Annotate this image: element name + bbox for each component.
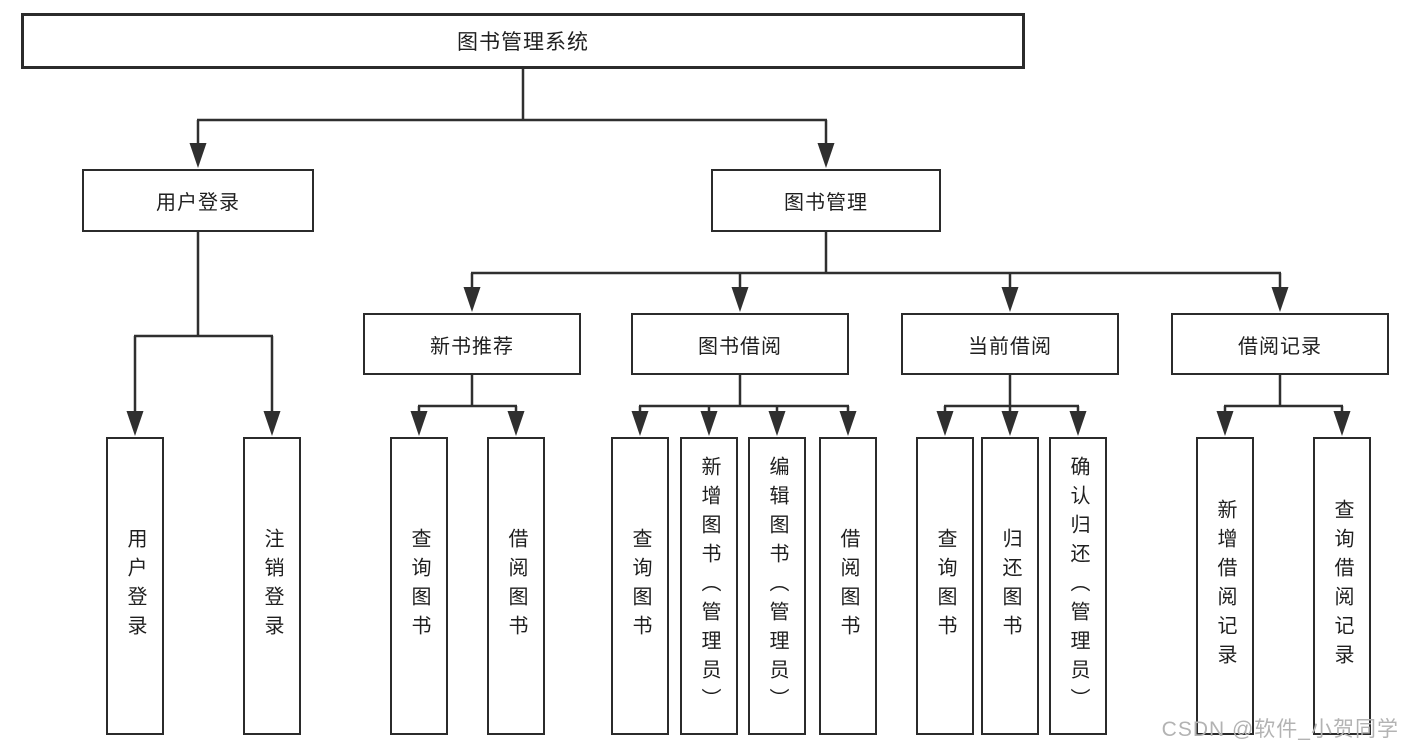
- leaf-query-book-2: 查询图书: [611, 437, 669, 735]
- leaf-label: 借阅图书: [505, 528, 527, 644]
- arrowhead: [1271, 287, 1289, 312]
- arrowhead: [1001, 411, 1019, 436]
- arrowhead: [631, 411, 649, 436]
- node-book-management: 图书管理: [711, 169, 941, 232]
- arrowhead: [1333, 411, 1351, 436]
- leaf-return-book: 归还图书: [981, 437, 1039, 735]
- leaf-label: 新增借阅记录: [1214, 499, 1236, 673]
- node-label: 图书管理: [784, 192, 868, 214]
- leaf-query-book-1: 查询图书: [390, 437, 448, 735]
- node-new-book-recommend: 新书推荐: [363, 313, 581, 375]
- leaf-borrow-book-1: 借阅图书: [487, 437, 545, 735]
- node-label: 借阅记录: [1238, 335, 1322, 358]
- arrowhead: [126, 411, 144, 436]
- leaf-confirm-return-admin: 确认归还（管理员）: [1049, 437, 1107, 735]
- leaf-label: 借阅图书: [837, 528, 859, 644]
- arrowhead: [1069, 411, 1087, 436]
- arrowhead: [768, 411, 786, 436]
- leaf-user-login: 用户登录: [106, 437, 164, 735]
- arrowhead: [936, 411, 954, 436]
- node-label: 图书借阅: [698, 335, 782, 358]
- leaf-label: 查询借阅记录: [1331, 499, 1353, 673]
- arrowhead: [731, 287, 749, 312]
- arrowhead: [839, 411, 857, 436]
- arrowhead: [817, 143, 835, 168]
- node-current-borrow: 当前借阅: [901, 313, 1119, 375]
- node-user-login-branch: 用户登录: [82, 169, 314, 232]
- leaf-label: 查询图书: [934, 528, 956, 644]
- leaf-add-book-admin: 新增图书（管理员）: [680, 437, 738, 735]
- arrowhead: [189, 143, 207, 168]
- node-root: 图书管理系统: [21, 13, 1025, 69]
- arrowhead: [463, 287, 481, 312]
- arrowhead: [1001, 287, 1019, 312]
- leaf-query-book-3: 查询图书: [916, 437, 974, 735]
- node-borrow-record: 借阅记录: [1171, 313, 1389, 375]
- node-root-label: 图书管理系统: [457, 31, 589, 54]
- leaf-logout: 注销登录: [243, 437, 301, 735]
- leaf-label: 查询图书: [408, 528, 430, 644]
- leaf-label: 查询图书: [629, 528, 651, 644]
- leaf-label: 新增图书（管理员）: [698, 455, 720, 717]
- arrowhead: [700, 411, 718, 436]
- watermark: CSDN @软件_小贺同学: [1161, 718, 1399, 741]
- leaf-edit-book-admin: 编辑图书（管理员）: [748, 437, 806, 735]
- leaf-label: 确认归还（管理员）: [1067, 455, 1089, 717]
- node-book-borrow: 图书借阅: [631, 313, 849, 375]
- leaf-label: 注销登录: [261, 528, 283, 644]
- arrowhead: [410, 411, 428, 436]
- leaf-label: 用户登录: [124, 528, 146, 644]
- node-label: 用户登录: [156, 192, 240, 214]
- leaf-add-borrow-record: 新增借阅记录: [1196, 437, 1254, 735]
- leaf-borrow-book-2: 借阅图书: [819, 437, 877, 735]
- leaf-label: 编辑图书（管理员）: [766, 455, 788, 717]
- node-label: 新书推荐: [430, 335, 514, 358]
- arrowhead: [263, 411, 281, 436]
- arrowhead: [507, 411, 525, 436]
- leaf-query-borrow-record: 查询借阅记录: [1313, 437, 1371, 735]
- node-label: 当前借阅: [968, 335, 1052, 358]
- leaf-label: 归还图书: [999, 528, 1021, 644]
- arrowhead: [1216, 411, 1234, 436]
